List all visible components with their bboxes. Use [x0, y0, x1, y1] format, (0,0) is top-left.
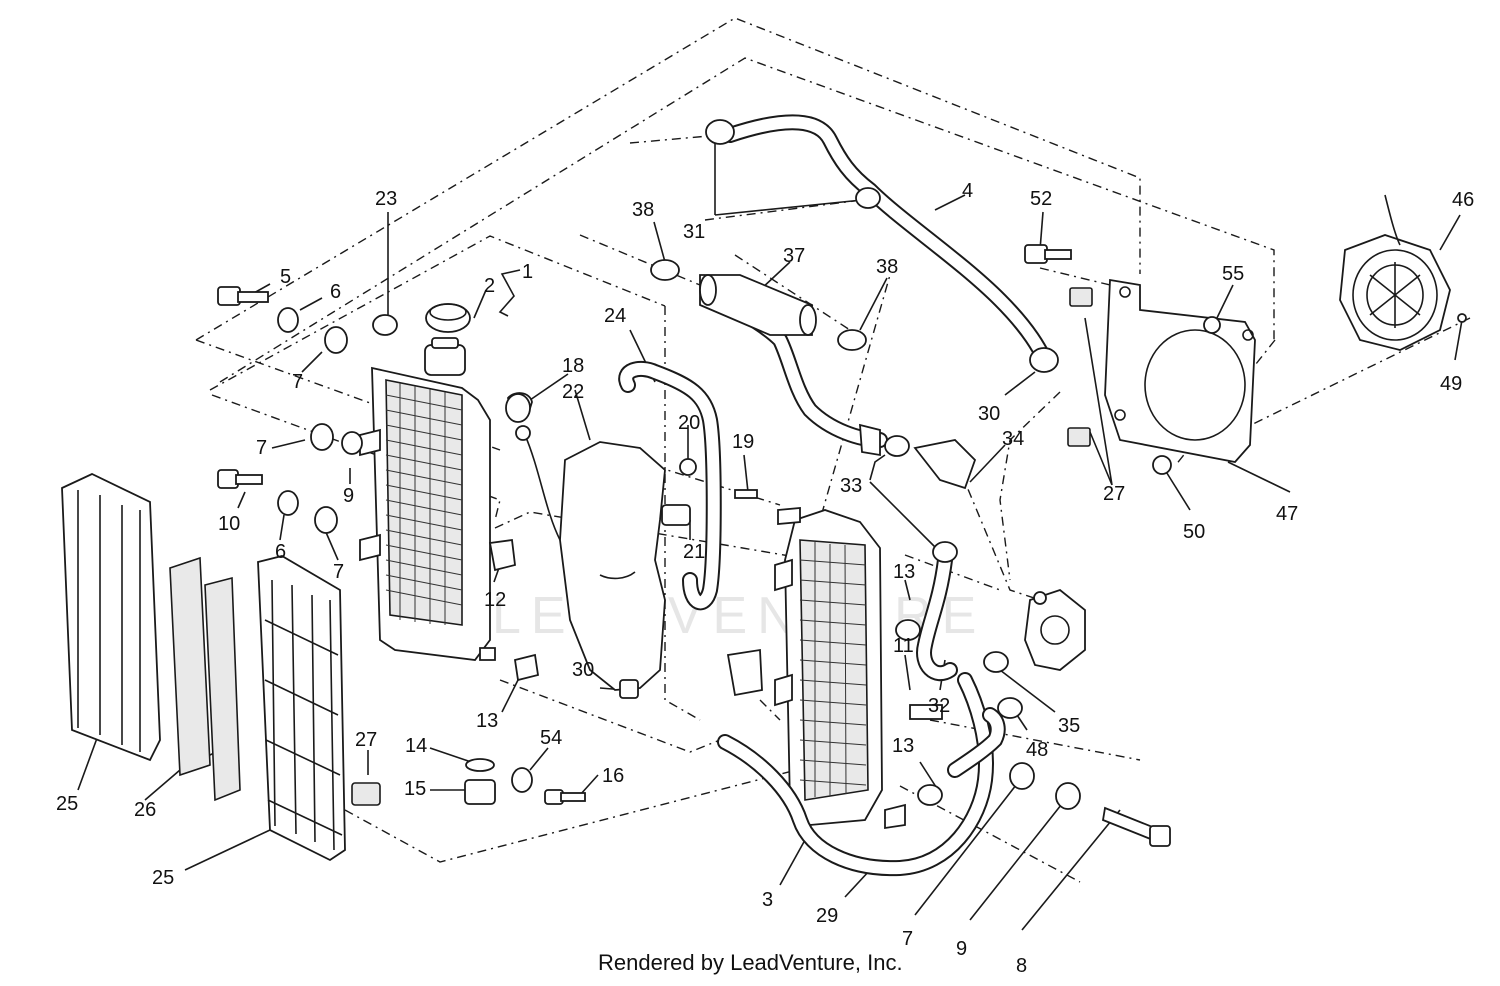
callout-7: 7 — [333, 561, 344, 583]
callout-27: 27 — [355, 729, 377, 751]
callout-20: 20 — [678, 412, 700, 434]
callout-6: 6 — [330, 281, 341, 303]
callout-3: 3 — [762, 889, 773, 911]
callout-21: 21 — [683, 541, 705, 563]
callout-25: 25 — [152, 867, 174, 889]
foam-sponges — [169, 556, 241, 802]
callout-23: 23 — [375, 188, 397, 210]
callout-29: 29 — [816, 905, 838, 927]
straight-pipe — [699, 274, 817, 336]
callout-30: 30 — [572, 659, 594, 681]
callout-labels: 1 2 23 5 6 7 7 9 10 6 7 12 13 18 22 24 2… — [56, 180, 1474, 977]
callout-35: 35 — [1058, 715, 1080, 737]
callout-4: 4 — [962, 180, 973, 202]
callout-16: 16 — [602, 765, 624, 787]
callout-37: 37 — [783, 245, 805, 267]
callout-13: 13 — [476, 710, 498, 732]
callout-18: 18 — [562, 355, 584, 377]
small-hardware — [217, 119, 1467, 847]
callout-12: 12 — [484, 589, 506, 611]
cooling-fan — [1339, 194, 1451, 351]
callout-32: 32 — [928, 695, 950, 717]
callout-9: 9 — [343, 485, 354, 507]
callout-33: 33 — [840, 475, 862, 497]
callout-52: 52 — [1030, 188, 1052, 210]
callout-9: 9 — [956, 938, 967, 960]
callout-5: 5 — [280, 266, 291, 288]
callout-38: 38 — [876, 256, 898, 278]
callout-26: 26 — [134, 799, 156, 821]
reservoir-tank — [507, 392, 666, 699]
callout-14: 14 — [405, 735, 427, 757]
callout-25: 25 — [56, 793, 78, 815]
callout-49: 49 — [1440, 373, 1462, 395]
elbow-fitting — [859, 423, 977, 490]
callout-7: 7 — [902, 928, 913, 950]
radiator-cap — [425, 303, 471, 333]
fan-bracket — [1104, 278, 1256, 463]
callout-24: 24 — [604, 305, 626, 327]
callout-22: 22 — [562, 381, 584, 403]
callout-55: 55 — [1222, 263, 1244, 285]
right-radiator — [774, 507, 906, 830]
callout-15: 15 — [404, 778, 426, 800]
callout-6: 6 — [275, 541, 286, 563]
left-radiator — [359, 337, 496, 661]
callout-7: 7 — [292, 371, 303, 393]
rendered-by-credit: Rendered by LeadVenture, Inc. — [598, 950, 903, 975]
callout-31: 31 — [683, 221, 705, 243]
callout-10: 10 — [218, 513, 240, 535]
callout-13: 13 — [893, 561, 915, 583]
radiator-louver-inner — [257, 555, 346, 862]
callout-34: 34 — [1002, 428, 1024, 450]
callout-54: 54 — [540, 727, 562, 749]
callout-8: 8 — [1016, 955, 1027, 977]
callout-38: 38 — [632, 199, 654, 221]
callout-48: 48 — [1026, 739, 1048, 761]
callout-27: 27 — [1103, 483, 1125, 505]
callout-47: 47 — [1276, 503, 1298, 525]
water-pump-cover — [1024, 588, 1086, 671]
callout-7: 7 — [256, 437, 267, 459]
callout-19: 19 — [732, 431, 754, 453]
radiator-louver-outer — [61, 473, 161, 762]
callout-50: 50 — [1183, 521, 1205, 543]
callout-1: 1 — [522, 261, 533, 283]
callout-2: 2 — [484, 275, 495, 297]
callout-11: 11 — [893, 635, 914, 657]
callout-30: 30 — [978, 403, 1000, 425]
callout-13: 13 — [892, 735, 914, 757]
callout-46: 46 — [1452, 189, 1474, 211]
